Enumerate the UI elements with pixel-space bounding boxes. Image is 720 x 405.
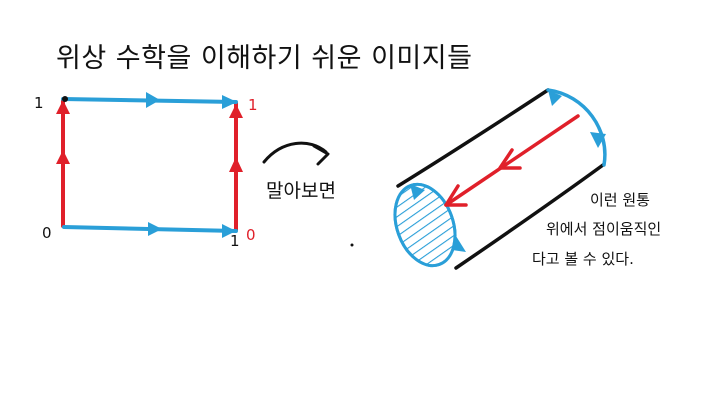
roll-arrow [262, 141, 330, 166]
label-bottom-right-black: 1 [230, 232, 240, 250]
cylinder-bottom-edge [454, 163, 605, 270]
arrow-right-icon [222, 224, 236, 238]
arrow-up-icon [56, 100, 70, 114]
arrow-up-icon [229, 157, 243, 172]
arrow-right-icon [222, 95, 237, 109]
square-diagram [56, 92, 243, 238]
arrow-up-icon [56, 150, 70, 164]
cylinder-right-end [546, 88, 607, 167]
roll-caption: 말아보면 [266, 180, 336, 202]
label-bottom-right-red: 0 [246, 226, 256, 244]
cylinder-red-seam [444, 114, 580, 207]
stray-dot [350, 243, 354, 247]
label-top-right: 1 [248, 96, 258, 114]
cylinder-note-line1: 이런 원통 [590, 191, 650, 209]
arrow-icon [410, 184, 425, 200]
arrow-right-icon [148, 222, 162, 236]
arrow-down-left-icon [498, 148, 522, 170]
cylinder-top-edge [396, 88, 550, 188]
label-bottom-left: 0 [42, 224, 52, 242]
arrow-right-icon [146, 92, 160, 108]
cylinder-diagram [393, 88, 607, 270]
cylinder-note-line3: 다고 볼 수 있다. [532, 250, 634, 268]
arrow-icon [548, 90, 562, 106]
arrow-up-icon [229, 104, 243, 118]
corner-dot [62, 96, 68, 102]
arrow-icon [452, 236, 466, 252]
cylinder-note-line2: 위에서 점이움직인 [546, 220, 662, 238]
page-title: 위상 수학을 이해하기 쉬운 이미지들 [56, 43, 473, 74]
arrow-down-left-icon [444, 184, 468, 207]
arrow-icon [590, 132, 606, 148]
label-top-left: 1 [34, 94, 44, 112]
